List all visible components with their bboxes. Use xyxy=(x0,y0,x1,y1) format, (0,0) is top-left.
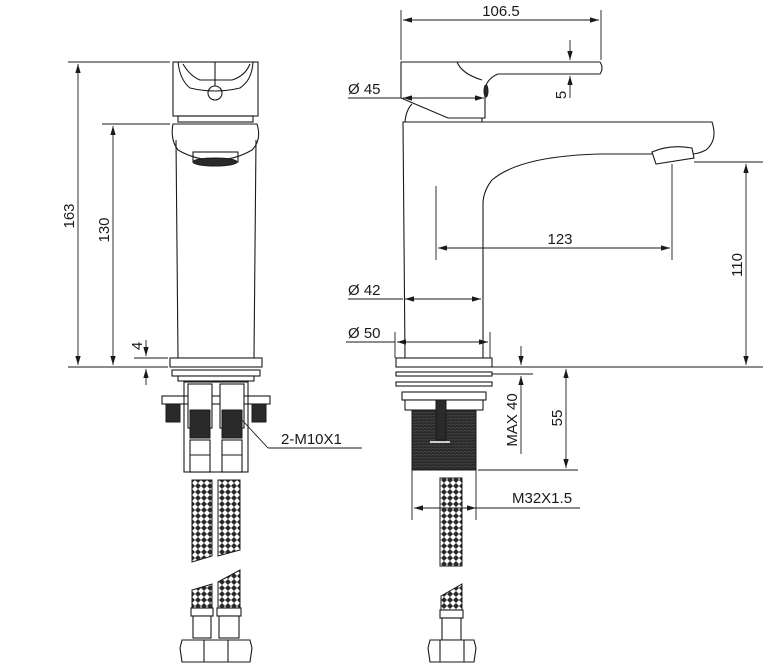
side-aerator xyxy=(651,146,695,165)
dim-overall-length: 106.5 xyxy=(482,3,520,20)
side-hose xyxy=(411,470,477,663)
dim-body-height: 130 xyxy=(96,217,113,242)
side-hex-nut xyxy=(427,639,477,663)
side-dimensions: 106.5 5 Ø 45 123 110 Ø 42 Ø 50 xyxy=(346,3,763,511)
front-view: 163 130 4 2-M10X1 xyxy=(61,61,362,663)
side-view: 106.5 5 Ø 45 123 110 Ø 42 Ø 50 xyxy=(346,3,763,663)
front-dimensions: 163 130 4 2-M10X1 xyxy=(61,61,362,449)
front-hex-nuts xyxy=(179,639,253,663)
side-base-plate xyxy=(395,357,493,368)
handle-indicator-icon xyxy=(207,85,223,101)
dim-spout-reach: 123 xyxy=(547,231,572,248)
side-shank xyxy=(395,371,493,471)
front-fixings xyxy=(161,369,271,473)
side-body xyxy=(395,121,715,368)
side-handle xyxy=(400,61,603,123)
front-base-plate xyxy=(169,357,263,368)
dim-handle-diameter: Ø 45 xyxy=(348,81,381,98)
dim-handle-thickness: 5 xyxy=(553,91,570,99)
dim-base-plate: 4 xyxy=(129,342,146,350)
callout-inlet-thread: 2-M10X1 xyxy=(281,431,342,448)
front-body xyxy=(169,123,263,368)
dim-body-diameter: Ø 42 xyxy=(348,282,381,299)
dim-spout-height: 110 xyxy=(729,253,746,277)
front-handle xyxy=(172,61,259,123)
dim-max-deck-thickness: MAX 40 xyxy=(504,393,521,446)
front-hoses xyxy=(179,479,253,663)
dim-total-height: 163 xyxy=(61,203,78,228)
dim-base-diameter: Ø 50 xyxy=(348,325,381,342)
dim-shank-thread: M32X1.5 xyxy=(512,490,572,507)
dim-shank-length: 55 xyxy=(549,410,566,427)
